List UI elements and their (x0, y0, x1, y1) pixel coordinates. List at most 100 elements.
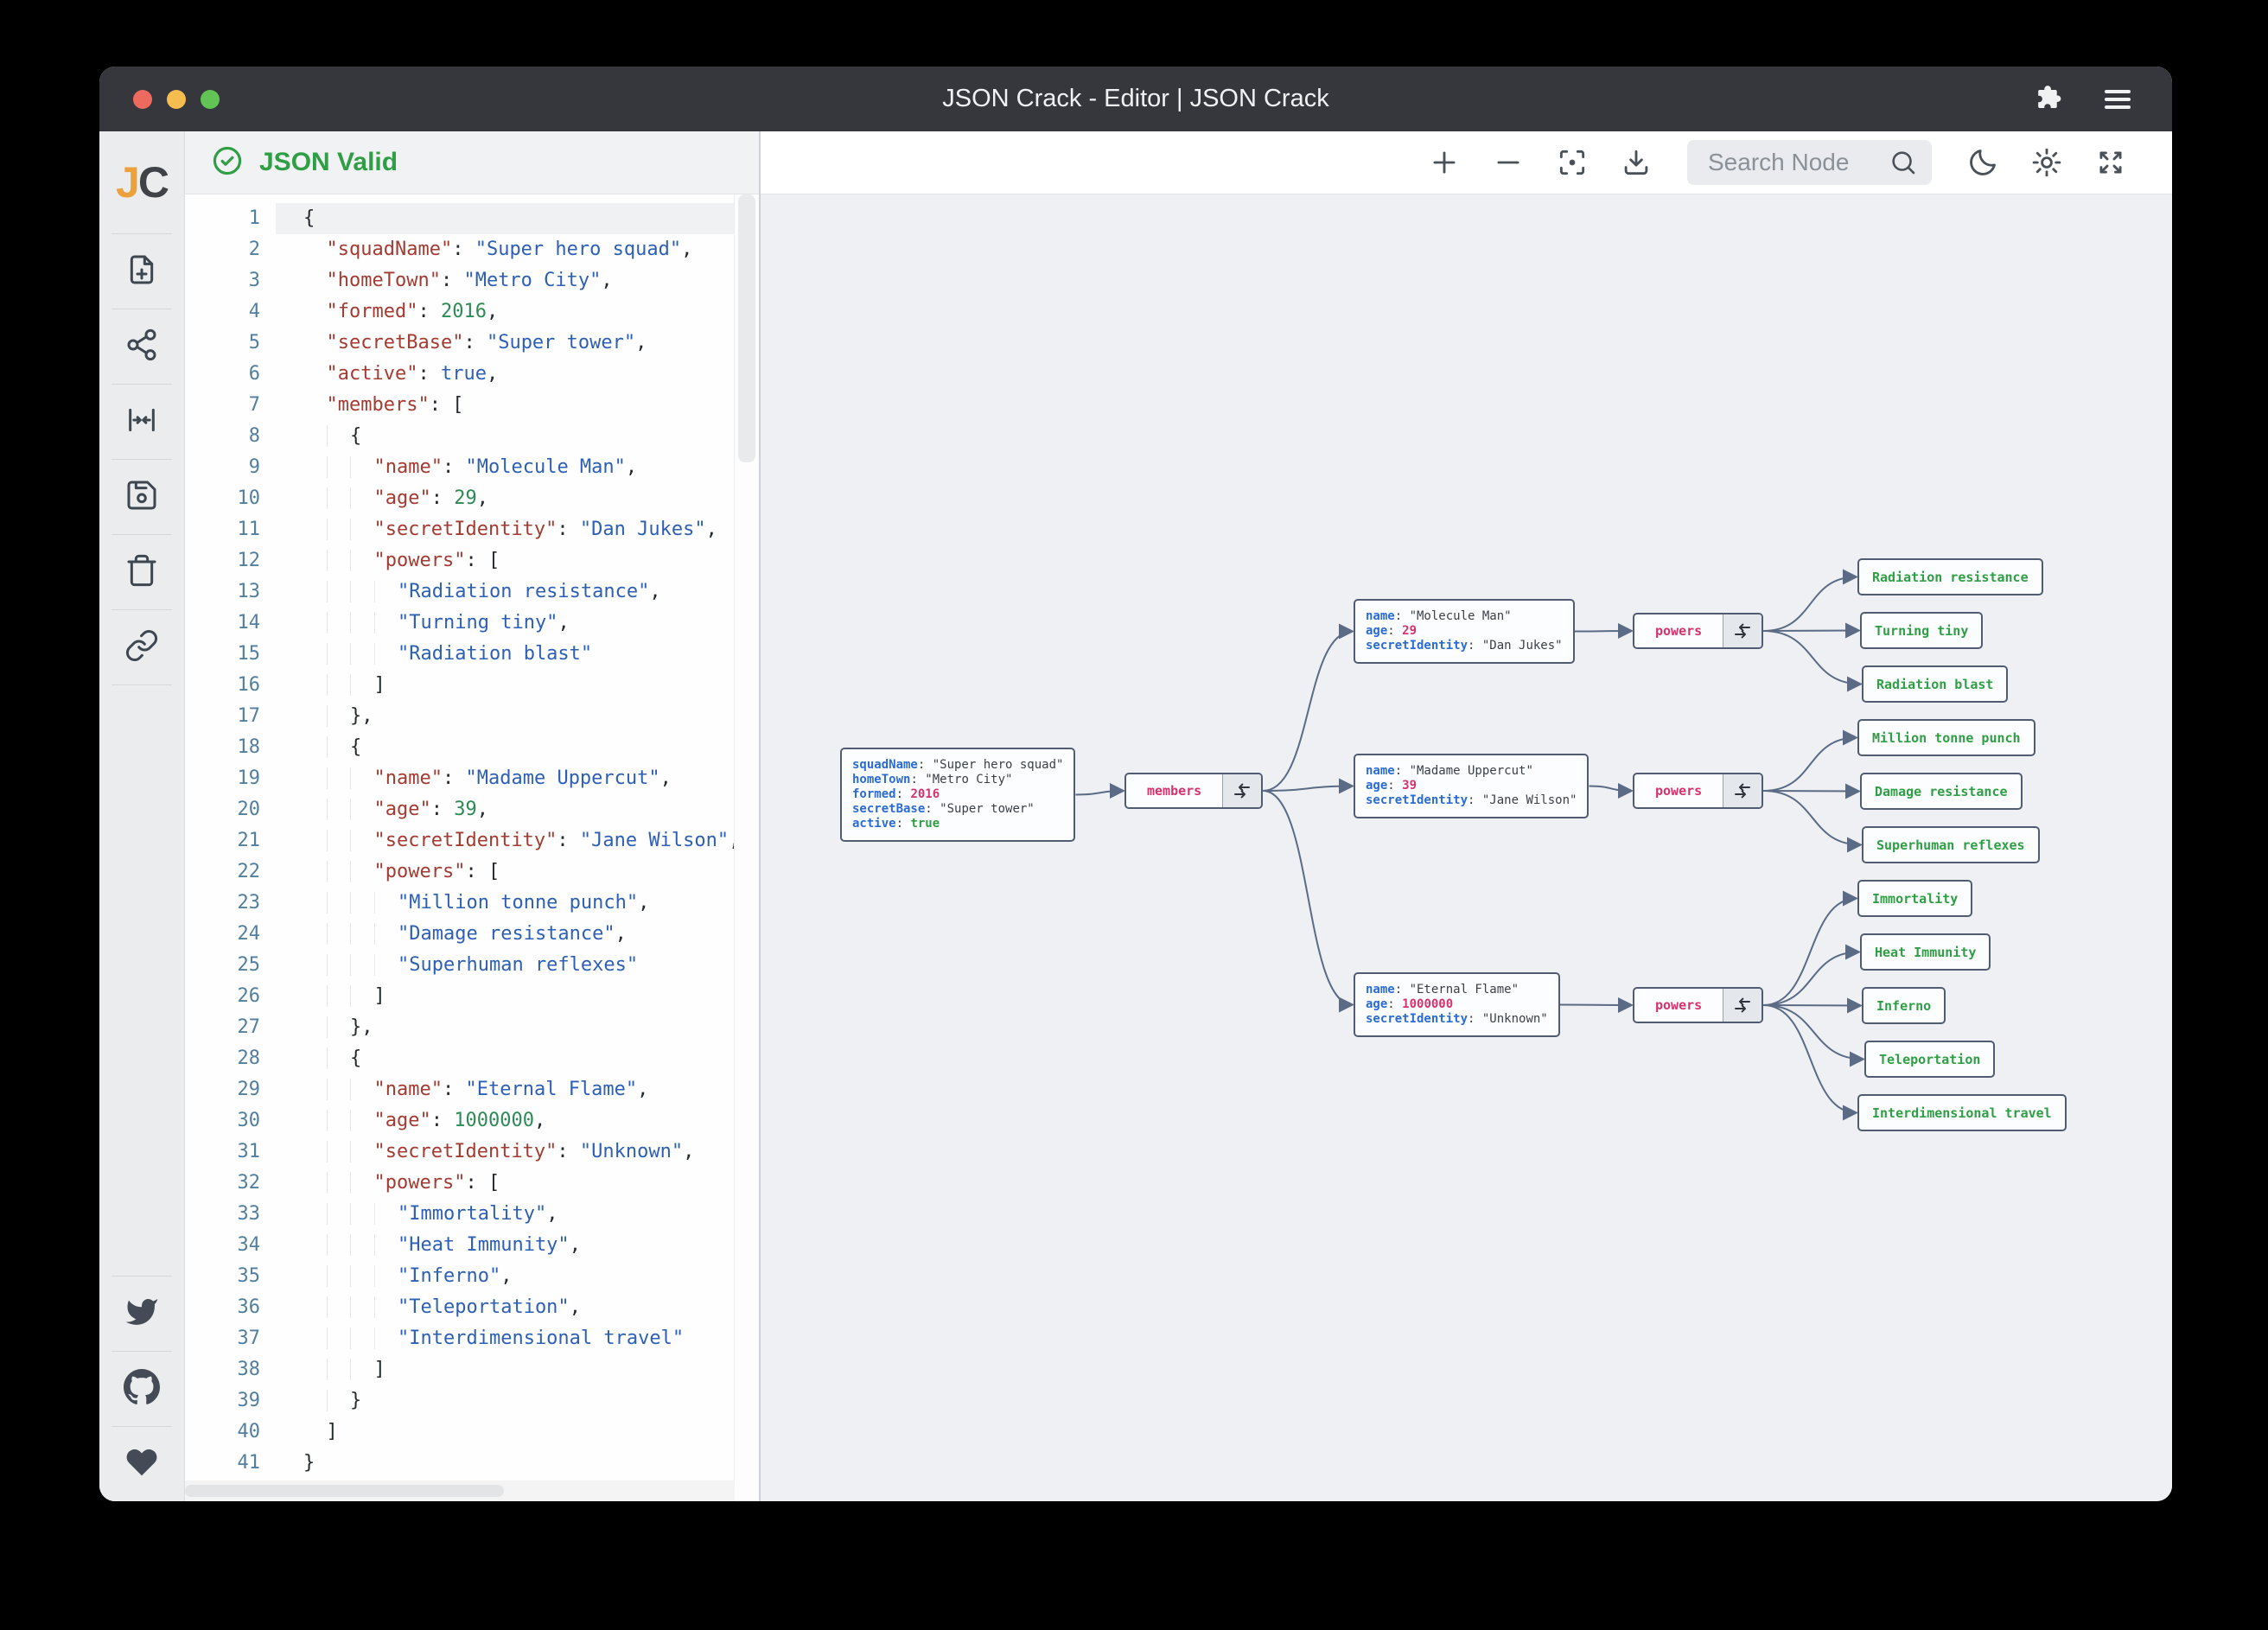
zoom-window-button[interactable] (201, 89, 220, 109)
line-content: "Interdimensional travel" (276, 1323, 759, 1354)
share-link-button[interactable] (99, 610, 184, 684)
sponsor-link[interactable] (99, 1427, 184, 1501)
line-number: 24 (237, 923, 261, 945)
collapse-node-button[interactable] (1723, 774, 1762, 807)
line-content: "name": "Eternal Flame", (276, 1074, 759, 1105)
graph-leaf-leaf-teleportation[interactable]: Teleportation (1864, 1041, 1996, 1078)
divider (111, 1276, 172, 1277)
browser-menu-icon[interactable] (2103, 86, 2132, 112)
editor-line: 41} (185, 1448, 759, 1479)
graph-leaf-leaf-inferno[interactable]: Inferno (1862, 987, 1946, 1024)
collapse-node-button[interactable] (1723, 989, 1762, 1022)
download-image-button[interactable] (1620, 146, 1653, 179)
line-number: 34 (237, 1234, 261, 1256)
extension-puzzle-icon[interactable] (2033, 83, 2065, 115)
editor-line: 38 ] (185, 1354, 759, 1385)
close-window-button[interactable] (133, 89, 152, 109)
zoom-in-button[interactable] (1428, 146, 1461, 179)
share-button[interactable] (99, 309, 184, 384)
node-label: powers (1655, 783, 1703, 799)
editor-line: 37 "Interdimensional travel" (185, 1323, 759, 1354)
graph-leaf-leaf-radiation-blast[interactable]: Radiation blast (1862, 665, 2009, 703)
node-field: name: "Eternal Flame" (1366, 983, 1519, 996)
divider (111, 459, 172, 460)
divider (111, 1426, 172, 1427)
save-button[interactable] (99, 460, 184, 534)
line-number: 25 (237, 954, 261, 976)
line-content: "powers": [ (276, 545, 759, 576)
editor-line: 25 "Superhuman reflexes" (185, 950, 759, 981)
divider (111, 384, 172, 385)
line-number: 36 (237, 1296, 261, 1318)
graph-node-root[interactable]: squadName: "Super hero squad"homeTown: "… (840, 748, 1076, 842)
graph-leaf-leaf-damage-resistance[interactable]: Damage resistance (1860, 773, 2023, 810)
line-number: 9 (248, 456, 260, 478)
line-content: "name": "Madame Uppercut", (276, 763, 759, 794)
graph-leaf-leaf-interdimensional-travel[interactable]: Interdimensional travel (1857, 1094, 2067, 1131)
line-number: 16 (237, 674, 261, 696)
collapse-node-button[interactable] (1222, 774, 1262, 807)
editor-scrollbar-vertical[interactable] (734, 194, 759, 1501)
focus-view-button[interactable] (1556, 146, 1589, 179)
editor-line: 17 }, (185, 701, 759, 732)
line-number: 14 (237, 612, 261, 634)
node-field: secretIdentity: "Dan Jukes" (1366, 639, 1563, 653)
node-label: powers (1655, 997, 1703, 1013)
twitter-link[interactable] (99, 1277, 184, 1351)
fullscreen-button[interactable] (2094, 146, 2127, 179)
graph-node-powers-3[interactable]: powers (1633, 987, 1764, 1023)
editor-line: 36 "Teleportation", (185, 1292, 759, 1323)
editor-line: 12 "powers": [ (185, 545, 759, 576)
panel-resize-handle[interactable] (759, 131, 761, 1501)
line-content: } (303, 1452, 315, 1474)
dark-mode-toggle[interactable] (1966, 146, 1999, 179)
graph-leaf-leaf-radiation-resistance[interactable]: Radiation resistance (1857, 558, 2043, 595)
graph-node-powers-1[interactable]: powers (1633, 613, 1764, 649)
settings-gear-button[interactable] (2030, 146, 2063, 179)
delete-button[interactable] (99, 535, 184, 609)
editor-line: 13 "Radiation resistance", (185, 576, 759, 608)
editor-line: 29 "name": "Eternal Flame", (185, 1074, 759, 1105)
line-content: "Immortality", (276, 1199, 759, 1230)
graph-leaf-leaf-million-tonne-punch[interactable]: Million tonne punch (1857, 719, 2035, 756)
graph-node-powers-2[interactable]: powers (1633, 773, 1764, 809)
line-content: "Damage resistance", (276, 919, 759, 950)
validation-status-bar: JSON Valid (185, 131, 759, 194)
node-field: secretIdentity: "Unknown" (1366, 1012, 1548, 1026)
line-number: 13 (237, 581, 261, 602)
new-document-button[interactable] (99, 234, 184, 309)
leaf-value: Turning tiny (1875, 622, 1969, 639)
editor-line: 7 "members": [ (185, 390, 759, 421)
node-field: homeTown: "Metro City" (852, 773, 1013, 786)
node-label: members (1147, 783, 1202, 799)
graph-leaf-leaf-turning-tiny[interactable]: Turning tiny (1860, 612, 1984, 649)
graph-leaf-leaf-immortality[interactable]: Immortality (1857, 880, 1973, 917)
line-content: ] (276, 670, 759, 701)
collapse-node-button[interactable] (1723, 614, 1762, 647)
graph-leaf-leaf-heat-immunity[interactable]: Heat Immunity (1860, 933, 1991, 971)
line-content: "Superhuman reflexes" (276, 950, 759, 981)
editor-line: 23 "Million tonne punch", (185, 888, 759, 919)
line-number: 27 (237, 1016, 261, 1038)
graph-canvas[interactable]: squadName: "Super hero squad"homeTown: "… (761, 194, 2172, 1501)
json-code-editor[interactable]: 1{2 "squadName": "Super hero squad",3 "h… (185, 194, 759, 1501)
graph-node-members[interactable]: members (1124, 773, 1264, 809)
line-number: 37 (237, 1328, 261, 1349)
graph-leaf-leaf-superhuman-reflexes[interactable]: Superhuman reflexes (1862, 826, 2040, 863)
search-node-input[interactable] (1706, 148, 1889, 177)
minimize-window-button[interactable] (167, 89, 186, 109)
zoom-out-button[interactable] (1492, 146, 1525, 179)
editor-scrollbar-horizontal[interactable] (185, 1480, 735, 1501)
line-content: "secretIdentity": "Dan Jukes", (276, 514, 759, 545)
heart-icon (124, 1445, 159, 1484)
share-graph-icon (124, 328, 159, 366)
center-view-button[interactable] (99, 385, 184, 459)
github-link[interactable] (99, 1352, 184, 1426)
editor-line: 9 "name": "Molecule Man", (185, 452, 759, 483)
line-number: 18 (237, 736, 261, 758)
